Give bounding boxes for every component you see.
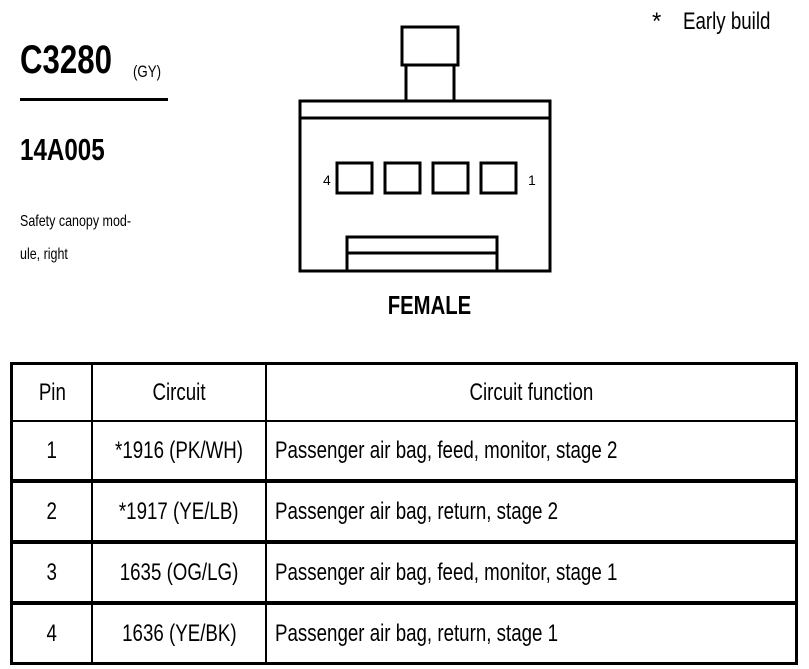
early-build-text: Early build	[683, 8, 771, 35]
table-row: 3 1635 (OG/LG) Passenger air bag, feed, …	[10, 540, 798, 604]
cell-function: Passenger air bag, feed, monitor, stage …	[265, 540, 798, 604]
connector-lock-stem	[404, 63, 456, 103]
table-row: 4 1636 (YE/BK) Passenger air bag, return…	[10, 601, 798, 665]
description-line-2: ule, right	[20, 246, 68, 263]
pin-label-right: 1	[528, 172, 536, 188]
connector-face-diagram: 4 1	[298, 25, 552, 273]
part-number: 14A005	[20, 132, 105, 167]
cell-pin: 2	[10, 479, 93, 543]
cell-circuit: *1917 (YE/LB)	[91, 479, 267, 543]
cell-circuit: 1635 (OG/LG)	[91, 540, 267, 604]
header-circuit-function: Circuit function	[265, 362, 798, 422]
early-build-marker: *	[652, 8, 662, 35]
cell-function: Passenger air bag, return, stage 2	[265, 479, 798, 543]
table-row: 2 *1917 (YE/LB) Passenger air bag, retur…	[10, 479, 798, 543]
connector-description: Safety canopy mod- ule, right	[20, 205, 210, 271]
cell-pin: 3	[10, 540, 93, 604]
pin-table: Pin Circuit Circuit function 1 *1916 (PK…	[10, 362, 798, 665]
pin-label-left: 4	[323, 172, 331, 188]
header-pin: Pin	[10, 362, 93, 422]
connector-id: C3280	[20, 38, 112, 82]
early-build-note: * Early build	[652, 8, 795, 36]
pin-cavity-3	[383, 161, 422, 195]
table-header-row: Pin Circuit Circuit function	[10, 362, 798, 422]
cell-circuit: 1636 (YE/BK)	[91, 601, 267, 665]
cell-pin: 4	[10, 601, 93, 665]
header-circuit: Circuit	[91, 362, 267, 422]
pin-cavity-2	[431, 161, 470, 195]
connector-lock-tab	[400, 25, 460, 67]
cell-function: Passenger air bag, return, stage 1	[265, 601, 798, 665]
cell-circuit: *1916 (PK/WH)	[91, 420, 267, 482]
connector-color-code: (GY)	[133, 62, 161, 81]
connector-gender-label: FEMALE	[387, 290, 471, 320]
pin-cavity-4	[335, 161, 374, 195]
title-divider	[20, 98, 168, 101]
pin-cavity-1	[479, 161, 518, 195]
table-row: 1 *1916 (PK/WH) Passenger air bag, feed,…	[10, 420, 798, 482]
cell-pin: 1	[10, 420, 93, 482]
description-line-1: Safety canopy mod-	[20, 213, 131, 230]
cell-function: Passenger air bag, feed, monitor, stage …	[265, 420, 798, 482]
